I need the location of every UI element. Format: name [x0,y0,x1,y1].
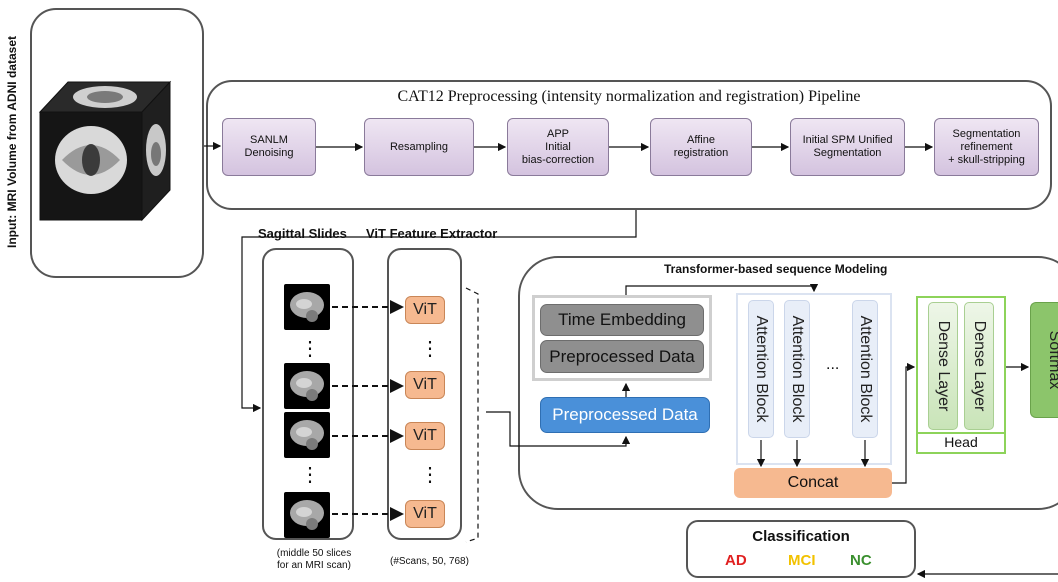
attention-block-1: Attention Block [748,300,774,438]
vit-block: ViT [405,500,445,528]
head-group [916,296,1006,454]
step-sanlm-denoising: SANLM Denoising [222,118,316,176]
head-label: Head [944,434,978,450]
pipeline-panel [206,80,1052,210]
step-segmentation-refinement: Segmentation refinement + skull-strippin… [934,118,1039,176]
vit-dots: ⋮ [420,338,440,360]
class-ad: AD [725,552,747,569]
vit-block: ViT [405,422,445,450]
step-app-bias-correction: APP Initial bias-correction [507,118,609,176]
attention-ellipsis: ... [826,356,840,373]
step-spm-segmentation: Initial SPM Unified Segmentation [790,118,905,176]
attention-block-2: Attention Block [784,300,810,438]
head-divider [916,432,1006,434]
sagittal-dots: ⋮ [300,464,320,486]
concat-block: Concat [734,468,892,498]
sagittal-slice-image [284,284,330,330]
dense-layer-2: Dense Layer [964,302,994,430]
vit-output-shape: (#Scans, 50, 768) [390,556,469,567]
class-mci: MCI [788,552,816,569]
preprocessed-data-input-block: Preprocessed Data [540,397,710,433]
vit-dots: ⋮ [420,464,440,486]
sagittal-note: (middle 50 slices for an MRI scan) [276,548,352,571]
mri-volume-image [38,60,180,222]
class-nc: NC [850,552,872,569]
softmax-block: Softmax [1030,302,1058,418]
sagittal-slice-image [284,412,330,458]
vit-block: ViT [405,371,445,399]
sagittal-dots: ⋮ [300,338,320,360]
sagittal-slice-image [284,363,330,409]
transformer-title: Transformer-based sequence Modeling [664,262,888,276]
pipeline-title: CAT12 Preprocessing (intensity normaliza… [397,88,861,105]
time-embedding-block: Time Embedding [540,304,704,336]
preprocessed-data-inner-block: Preprocessed Data [540,340,704,373]
classification-title: Classification [752,528,850,545]
sagittal-slice-image [284,492,330,538]
embedding-group [532,295,712,381]
step-affine-registration: Affine registration [650,118,752,176]
dense-layer-1: Dense Layer [928,302,958,430]
classification-panel [686,520,916,578]
step-resampling: Resampling [364,118,474,176]
attention-group [736,293,892,465]
vit-block: ViT [405,296,445,324]
attention-block-n: Attention Block [852,300,878,438]
